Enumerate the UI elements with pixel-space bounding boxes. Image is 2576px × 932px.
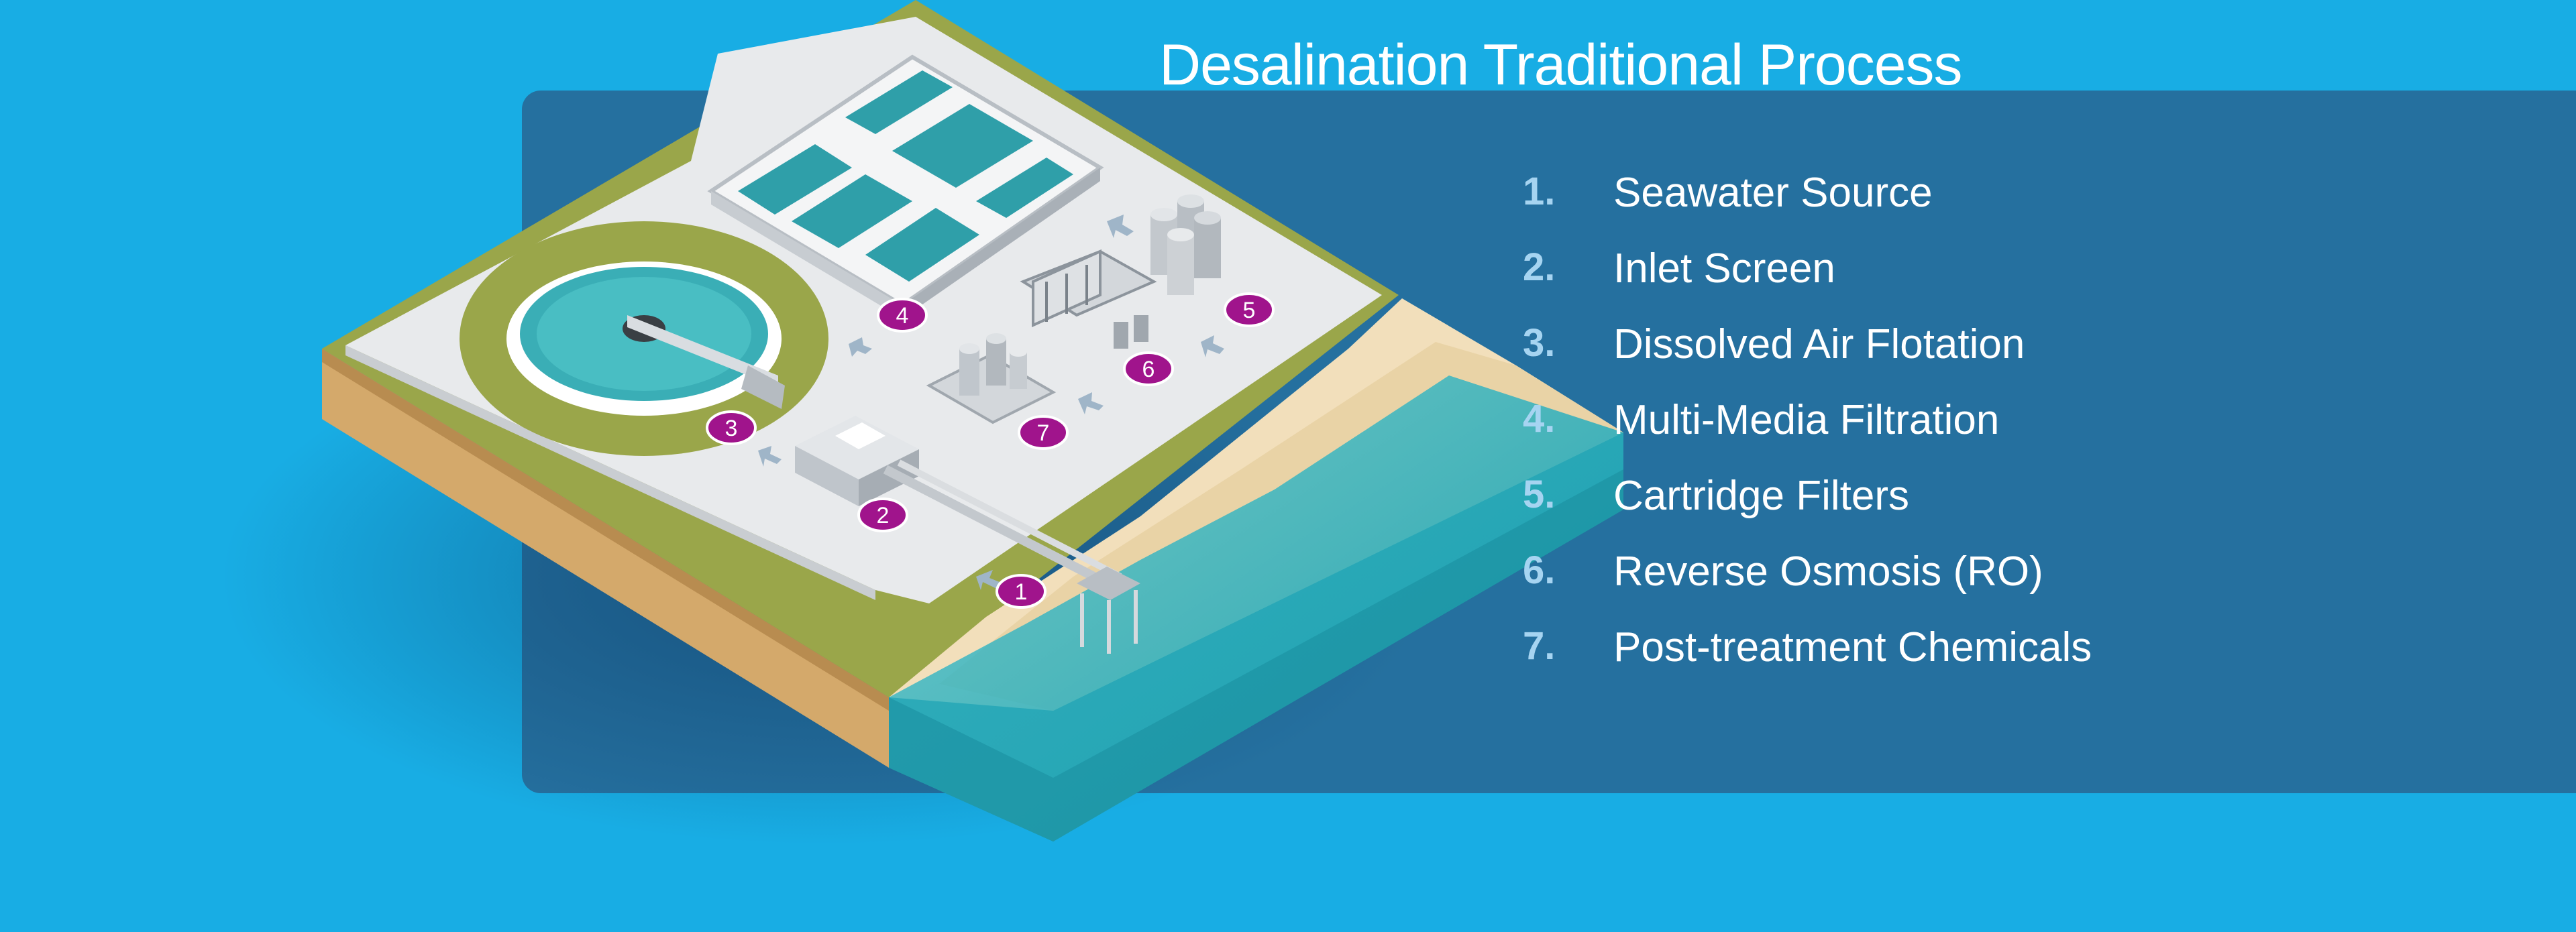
svg-text:7: 7 (1037, 420, 1050, 446)
clarifier-icon (506, 261, 785, 416)
filter-basins-icon (707, 54, 1104, 318)
concrete-pad-edge (345, 345, 875, 600)
ground-side-left (322, 349, 889, 768)
sea (889, 375, 1623, 841)
svg-text:4: 4 (896, 303, 909, 329)
marker-5: 5 (1224, 292, 1275, 327)
step-label: Post-treatment Chemicals (1613, 624, 2092, 671)
storage-tanks-icon (1150, 194, 1221, 295)
marker-2: 2 (857, 498, 908, 532)
step-label: Cartridge Filters (1613, 473, 1909, 519)
svg-text:1: 1 (1015, 579, 1028, 605)
svg-text:6: 6 (1142, 357, 1155, 382)
step-number: 5. (1523, 473, 1556, 516)
flow-arrows (758, 215, 1224, 590)
step-number: 4. (1523, 397, 1556, 441)
step-number: 3. (1523, 321, 1556, 365)
step-number: 7. (1523, 624, 1556, 668)
step-label: Inlet Screen (1613, 245, 1835, 292)
step-label: Reverse Osmosis (RO) (1613, 548, 2043, 595)
ground-side-dark (322, 349, 889, 711)
marker-1: 1 (996, 574, 1046, 609)
concrete-pad (345, 17, 1382, 603)
step-number: 2. (1523, 245, 1556, 289)
intake-pipes (883, 459, 1122, 588)
svg-text:3: 3 (725, 416, 738, 441)
step-label: Multi-Media Filtration (1613, 397, 2000, 443)
step-number: 6. (1523, 548, 1556, 592)
step-number: 1. (1523, 170, 1556, 213)
marker-3: 3 (706, 410, 757, 445)
marker-4: 4 (877, 298, 928, 333)
svg-text:2: 2 (877, 503, 890, 528)
svg-text:5: 5 (1243, 298, 1256, 323)
marker-7: 7 (1018, 415, 1069, 450)
step-label: Seawater Source (1613, 170, 1933, 216)
page-title: Desalination Traditional Process (1159, 33, 1963, 97)
ro-rack-icon (1020, 249, 1157, 349)
step-label: Dissolved Air Flotation (1613, 321, 2025, 367)
intake-tower-icon (1077, 567, 1140, 654)
chemical-tanks-icon (926, 333, 1057, 424)
marker-6: 6 (1123, 351, 1174, 386)
